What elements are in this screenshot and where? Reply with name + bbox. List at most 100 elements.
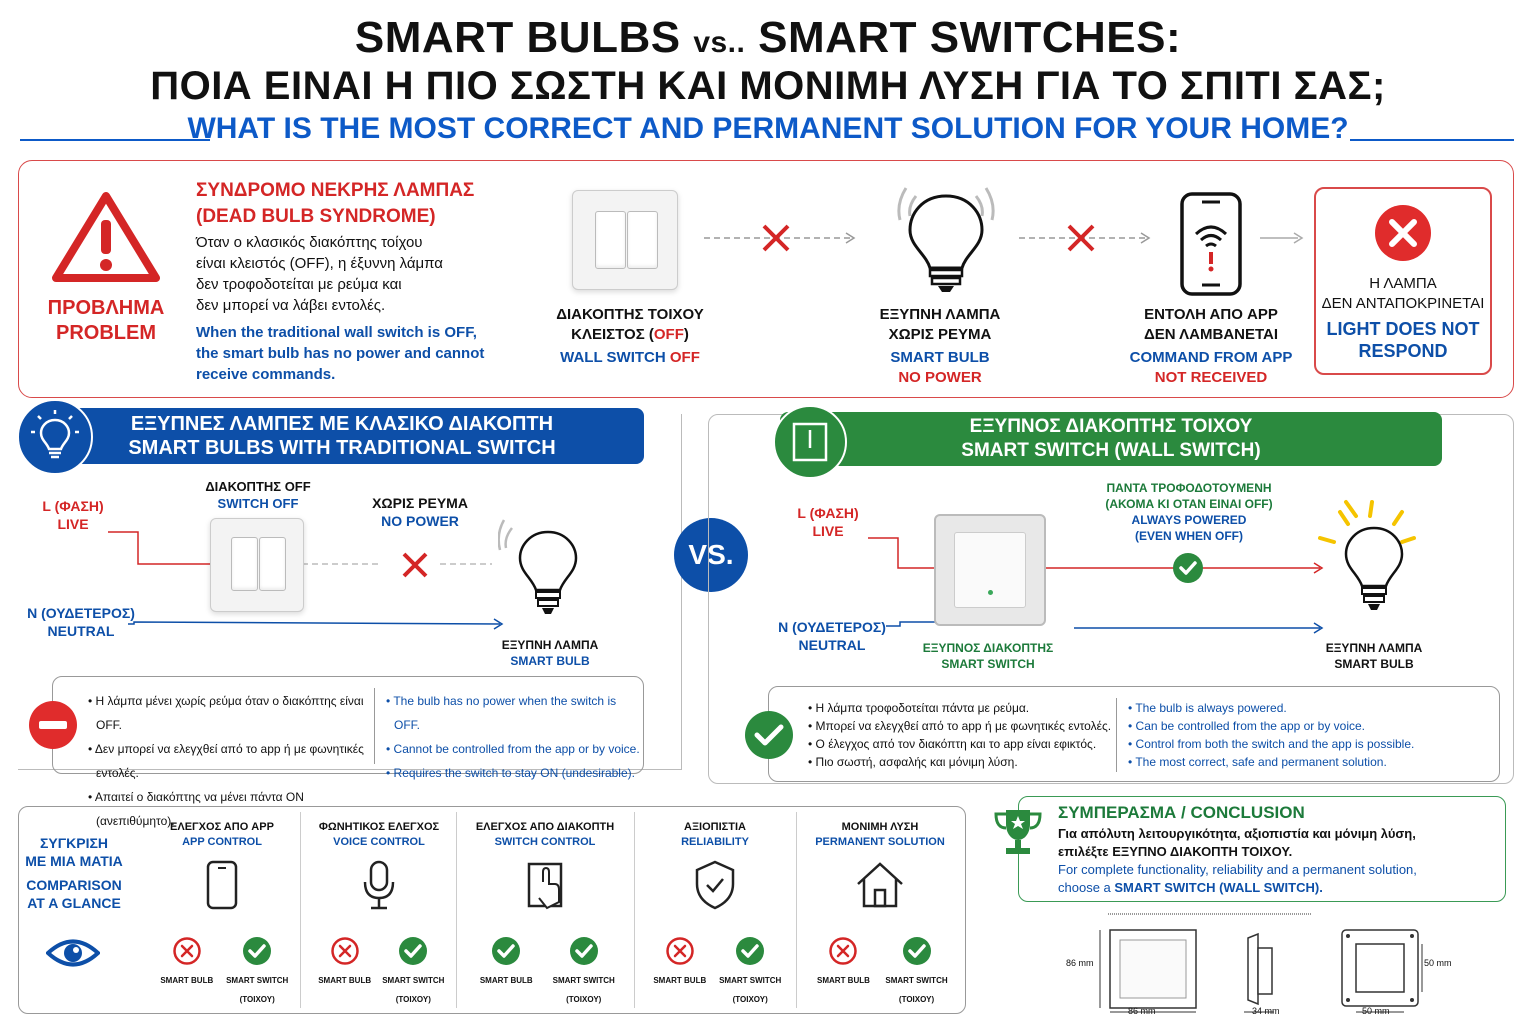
device-name: SMART SWITCH xyxy=(226,976,289,985)
text-line: • The bulb has no power when the switch … xyxy=(386,694,617,732)
smart-switch-label: SMART SWITCH(ΤΟΙΧΟΥ) xyxy=(552,976,616,1004)
column-header-en: APP CONTROL xyxy=(182,836,262,848)
left-cons-en: • The bulb has no power when the switch … xyxy=(384,689,642,785)
text-line: receive commands. xyxy=(196,366,336,383)
check-icon xyxy=(902,937,931,965)
smart-bulb-label: SMART BULB xyxy=(811,976,875,985)
left-panel xyxy=(18,414,682,770)
text-line: • Ο έλεγχος από τον διακόπτη και το app … xyxy=(808,737,1097,751)
cross-icon xyxy=(173,937,201,965)
result-box xyxy=(1314,187,1492,375)
comparison-column-header: ΕΛΕΓΧΟΣ ΑΠΟ APP APP CONTROL xyxy=(142,820,302,850)
right-pros-gr: • Η λάμπα τροφοδοτείται πάντα με ρεύμα. •… xyxy=(806,699,1112,771)
smart-bulb-label: SMART BULB xyxy=(648,976,712,985)
left-wiring xyxy=(108,531,504,630)
problem-text-en: When the traditional wall switch is OFF,… xyxy=(196,322,484,385)
text-line: Όταν ο κλασικός διακόπτης τοίχου xyxy=(196,234,423,251)
minus-icon xyxy=(29,701,77,749)
right-powered-label: ΠΑΝΤΑ ΤΡΟΦΟΔΟΤΟΥΜΕΝΗ (ΑΚΟΜΑ ΚΙ ΟΤΑΝ ΕΙΝΑ… xyxy=(1105,481,1273,543)
text-line: δεν τροφοδοτείται με ρεύμα και xyxy=(196,276,402,293)
wall-switch-image xyxy=(572,190,678,290)
cross-icon xyxy=(666,937,694,965)
text-line: είναι κλειστός (OFF), η έξυννη λάμπα xyxy=(196,255,443,272)
phone-icon xyxy=(1180,192,1242,296)
arrow-broken-2 xyxy=(1019,224,1151,252)
device-name: SMART SWITCH xyxy=(382,976,445,985)
column-header-en: VOICE CONTROL xyxy=(333,836,425,848)
device-name: SMART SWITCH xyxy=(885,976,948,985)
feature-icon xyxy=(363,860,395,910)
title-line-2: ΠΟΙΑ ΕΙΝΑΙ Η ΠΙΟ ΣΩΣΤΗ ΚΑΙ ΜΟΝΙΜΗ ΛΥΣΗ Γ… xyxy=(150,64,1386,108)
text-line: • Η λάμπα τροφοδοτείται πάντα με ρεύμα. xyxy=(808,701,1030,715)
column-header-gr: ΕΛΕΓΧΟΣ ΑΠΟ APP xyxy=(170,821,274,833)
arrow-3 xyxy=(1260,232,1304,244)
text-line: • Control from both the switch and the a… xyxy=(1128,737,1415,751)
column-header-gr: ΕΛΕΓΧΟΣ ΑΠΟ ΔΙΑΚΟΠΤΗ xyxy=(475,821,615,833)
dim-width: 86 mm xyxy=(1128,1006,1156,1016)
conclusion-text-en: For complete functionality, reliability … xyxy=(1058,862,1417,895)
device-name: SMART BULB xyxy=(653,976,707,985)
cross-icon xyxy=(829,937,858,965)
column-header-en: PERMANENT SOLUTION xyxy=(815,836,945,848)
smart-bulb-label: SMART BULB xyxy=(155,976,219,985)
feature-icon xyxy=(695,860,735,910)
problem-text-gr: Όταν ο κλασικός διακόπτης τοίχου είναι κλ… xyxy=(196,232,443,316)
check-icon xyxy=(243,937,272,965)
title-line-3: WHAT IS THE MOST CORRECT AND PERMANENT S… xyxy=(187,112,1349,145)
check-icon xyxy=(736,937,765,965)
text-line: COMPARISON xyxy=(26,877,122,893)
trophy-icon xyxy=(994,810,1042,854)
column-header-en: SWITCH CONTROL xyxy=(494,836,596,848)
right-pros-divider xyxy=(1116,698,1117,772)
warning-icon xyxy=(52,192,160,282)
comparison-column: ΑΞΙΟΠΙΣΤΙΑ RELIABILITY SMART BULB SMART SWI… xyxy=(634,812,794,1008)
problem-panel xyxy=(18,160,1514,398)
text-line: • Μπορεί να ελεγχθεί από το app ή με φων… xyxy=(808,719,1112,733)
comparison-column-header: ΕΛΕΓΧΟΣ ΑΠΟ ΔΙΑΚΟΠΤΗ SWITCH CONTROL xyxy=(457,820,633,850)
error-x-icon xyxy=(1375,205,1431,261)
conclusion-text-gr: Για απόλυτη λειτουργικότητα, αξιοπιστία … xyxy=(1058,826,1416,859)
smart-bulb-label: SMART BULB xyxy=(474,976,538,985)
device-name: SMART BULB xyxy=(479,976,533,985)
text-line: • The most correct, safe and permanent s… xyxy=(1128,755,1387,769)
text-line: • Requires the switch to stay ON (undesi… xyxy=(386,766,635,780)
smart-switch-label: SMART SWITCH(ΤΟΙΧΟΥ) xyxy=(885,976,949,1004)
dim-depth: 34 mm xyxy=(1252,1006,1280,1016)
eye-icon xyxy=(46,939,100,967)
title-rule-right xyxy=(1350,139,1514,141)
left-switch-image xyxy=(210,518,304,612)
right-wiring xyxy=(868,537,1324,634)
comparison-column: ΕΛΕΓΧΟΣ ΑΠΟ APP APP CONTROL SMART BULB SMAR… xyxy=(142,812,302,1008)
dim-height: 86 mm xyxy=(1066,958,1094,968)
column-header-en: RELIABILITY xyxy=(681,836,749,848)
text-line: • Πιο σωστή, ασφαλής και μόνιμη λύση. xyxy=(808,755,1018,769)
text-line: When the traditional wall switch is OFF, xyxy=(196,324,477,341)
feature-icon xyxy=(527,862,563,910)
bulb-no-power-icon xyxy=(897,187,995,292)
check-icon xyxy=(492,937,521,965)
device-sub: (ΤΟΙΧΟΥ) xyxy=(566,995,602,1004)
text-line: • Cannot be controlled from the app or b… xyxy=(386,742,640,756)
title-rule-left xyxy=(20,139,210,141)
right-live-label: L (ΦΑΣΗ)LIVE xyxy=(797,505,859,539)
column-header-gr: ΦΩΝΗΤΙΚΟΣ ΕΛΕΓΧΟΣ xyxy=(318,821,440,833)
text-line: AT A GLANCE xyxy=(27,895,121,911)
smart-switch-label: SMART SWITCH(ΤΟΙΧΟΥ) xyxy=(718,976,782,1004)
column-header-gr: ΑΞΙΟΠΙΣΤΙΑ xyxy=(684,821,746,833)
dim-inner-width: 50 mm xyxy=(1362,1006,1390,1016)
feature-icon xyxy=(857,862,903,908)
step1-label: ΔΙΑΚΟΠΤΗΣ ΤΟΙΧΟΥ ΚΛΕΙΣΤΟΣ (OFF) WALL SWI… xyxy=(556,306,704,366)
text-line: • The bulb is always powered. xyxy=(1128,701,1287,715)
arrow-broken-1 xyxy=(704,224,856,252)
smart-switch-label: SMART SWITCH(ΤΟΙΧΟΥ) xyxy=(381,976,445,1004)
text-line: • Δεν μπορεί να ελεγχθεί από το app ή με… xyxy=(88,742,364,780)
comparison-column-header: ΑΞΙΟΠΙΣΤΙΑ RELIABILITY xyxy=(635,820,795,850)
